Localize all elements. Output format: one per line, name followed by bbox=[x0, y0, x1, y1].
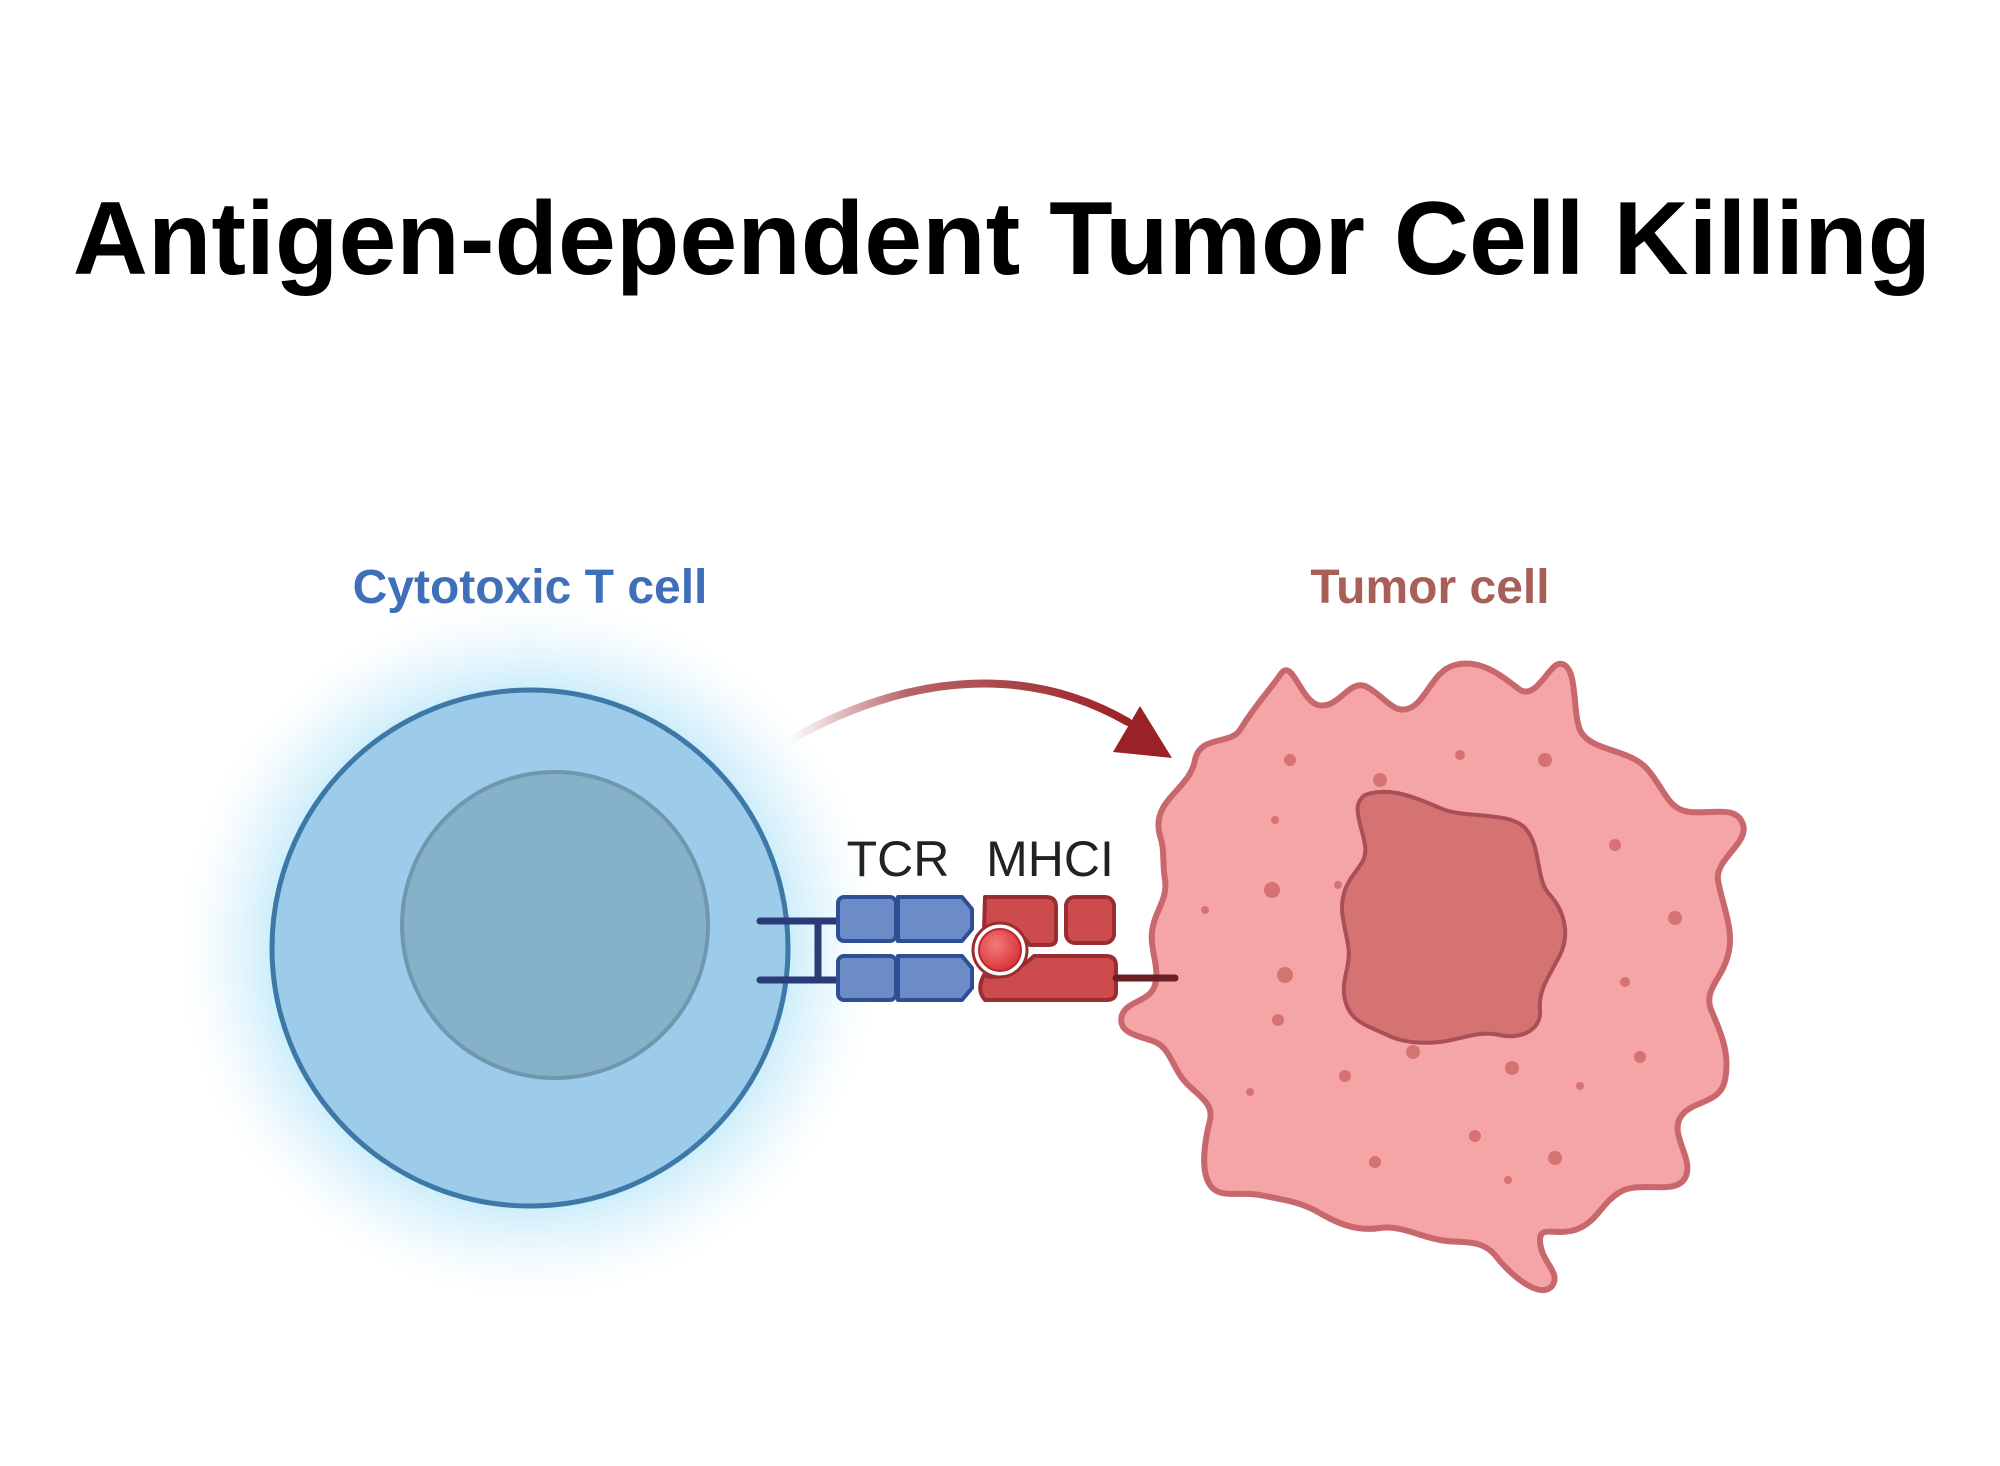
antigen-peptide-icon bbox=[971, 921, 1029, 979]
curved-arrow-icon bbox=[786, 679, 1172, 758]
mhc-label: MHCI bbox=[986, 831, 1114, 887]
cytotoxic-t-cell bbox=[170, 588, 890, 1308]
tumor-granules bbox=[1201, 750, 1682, 1184]
tumor-cell bbox=[1118, 660, 1747, 1294]
tumor-cell-label: Tumor cell bbox=[1310, 561, 1549, 614]
tcr-label: TCR bbox=[847, 831, 950, 887]
t-cell-nucleus bbox=[400, 770, 710, 1080]
tcr-mhc-complex bbox=[756, 895, 1179, 1002]
tcr-stem bbox=[756, 917, 846, 984]
page-title: Antigen-dependent Tumor Cell Killing bbox=[73, 181, 1931, 297]
tcr-icon bbox=[836, 895, 974, 1002]
tumor-cell-nucleus bbox=[1340, 789, 1568, 1045]
